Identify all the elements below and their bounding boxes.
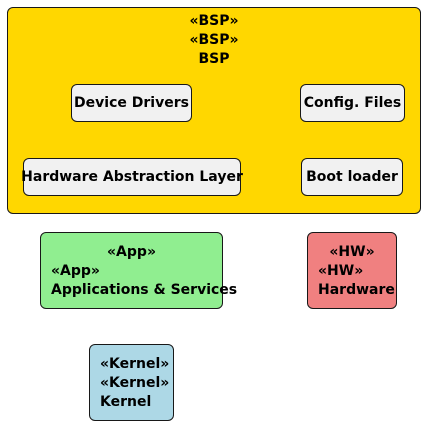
hw-name: Hardware [318,282,395,298]
hw-node[interactable]: «HW» «HW» Hardware [307,232,397,309]
kernel-node[interactable]: «Kernel» «Kernel» Kernel [89,344,174,421]
config-files-component[interactable]: Config. Files [300,84,405,122]
bsp-name: BSP [198,51,230,67]
app-stereotype-2: «App» [51,263,100,279]
kernel-stereotype-2: «Kernel» [100,375,170,391]
app-node[interactable]: «App» «App» Applications & Services [40,232,238,309]
app-stereotype-1: «App» [107,244,156,260]
hw-stereotype-1: «HW» [329,244,375,260]
app-name: Applications & Services [51,282,238,298]
bsp-stereotype-1: «BSP» [189,13,239,29]
bsp-header: «BSP» «BSP» BSP [8,12,420,69]
kernel-stereotype-1: «Kernel» [100,356,170,372]
hardware-abstraction-layer-component[interactable]: Hardware Abstraction Layer [21,158,243,196]
bsp-stereotype-2: «BSP» [189,32,239,48]
hw-stereotype-2: «HW» [318,263,364,279]
device-drivers-component[interactable]: Device Drivers [71,84,192,122]
boot-loader-component[interactable]: Boot loader [301,158,403,196]
kernel-name: Kernel [100,394,152,410]
